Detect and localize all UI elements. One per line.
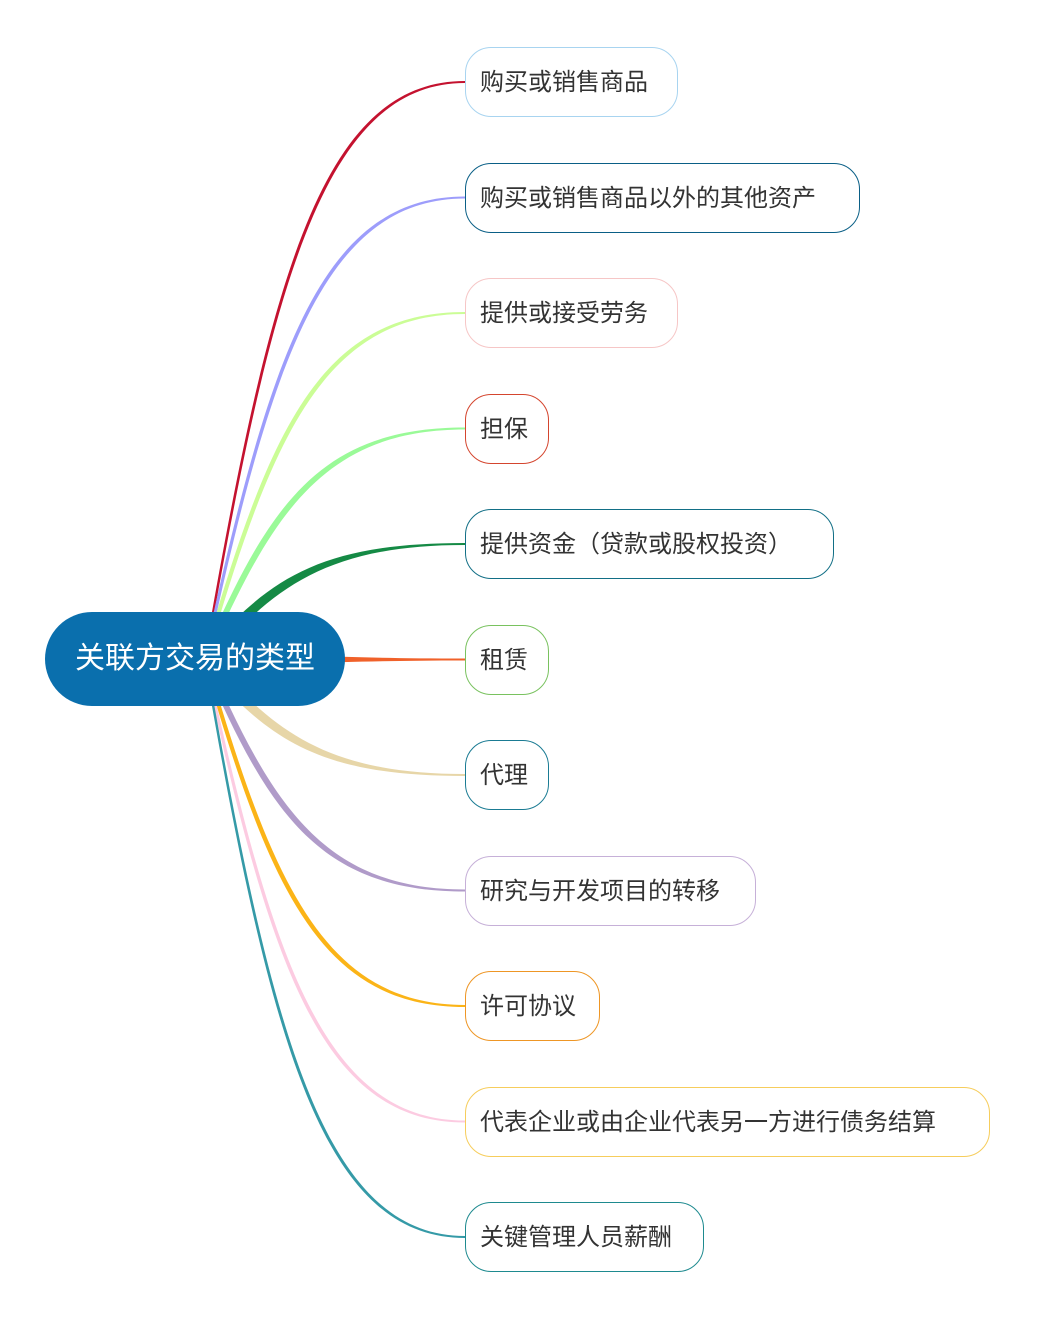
- subtopic-node[interactable]: 代表企业或由企业代表另一方进行债务结算: [465, 1086, 990, 1157]
- subtopic-node[interactable]: 提供或接受劳务: [465, 278, 678, 348]
- subtopic-node[interactable]: 购买或销售商品: [465, 47, 678, 117]
- subtopic-node[interactable]: 许可协议: [465, 971, 600, 1041]
- subtopic-node[interactable]: 代理: [465, 740, 549, 810]
- subtopic-node[interactable]: 租赁: [465, 624, 549, 695]
- subtopic-node[interactable]: 购买或销售商品以外的其他资产: [465, 162, 860, 233]
- subtopic-node[interactable]: 关键管理人员薪酬: [465, 1202, 704, 1272]
- branch-connector: [205, 543, 465, 666]
- central-topic[interactable]: 关联方交易的类型: [45, 612, 345, 706]
- subtopic-node[interactable]: 研究与开发项目的转移: [465, 855, 756, 926]
- subtopic-node[interactable]: 提供资金（贷款或股权投资）: [465, 509, 834, 579]
- branch-connector: [205, 652, 465, 776]
- subtopic-node[interactable]: 担保: [465, 393, 549, 464]
